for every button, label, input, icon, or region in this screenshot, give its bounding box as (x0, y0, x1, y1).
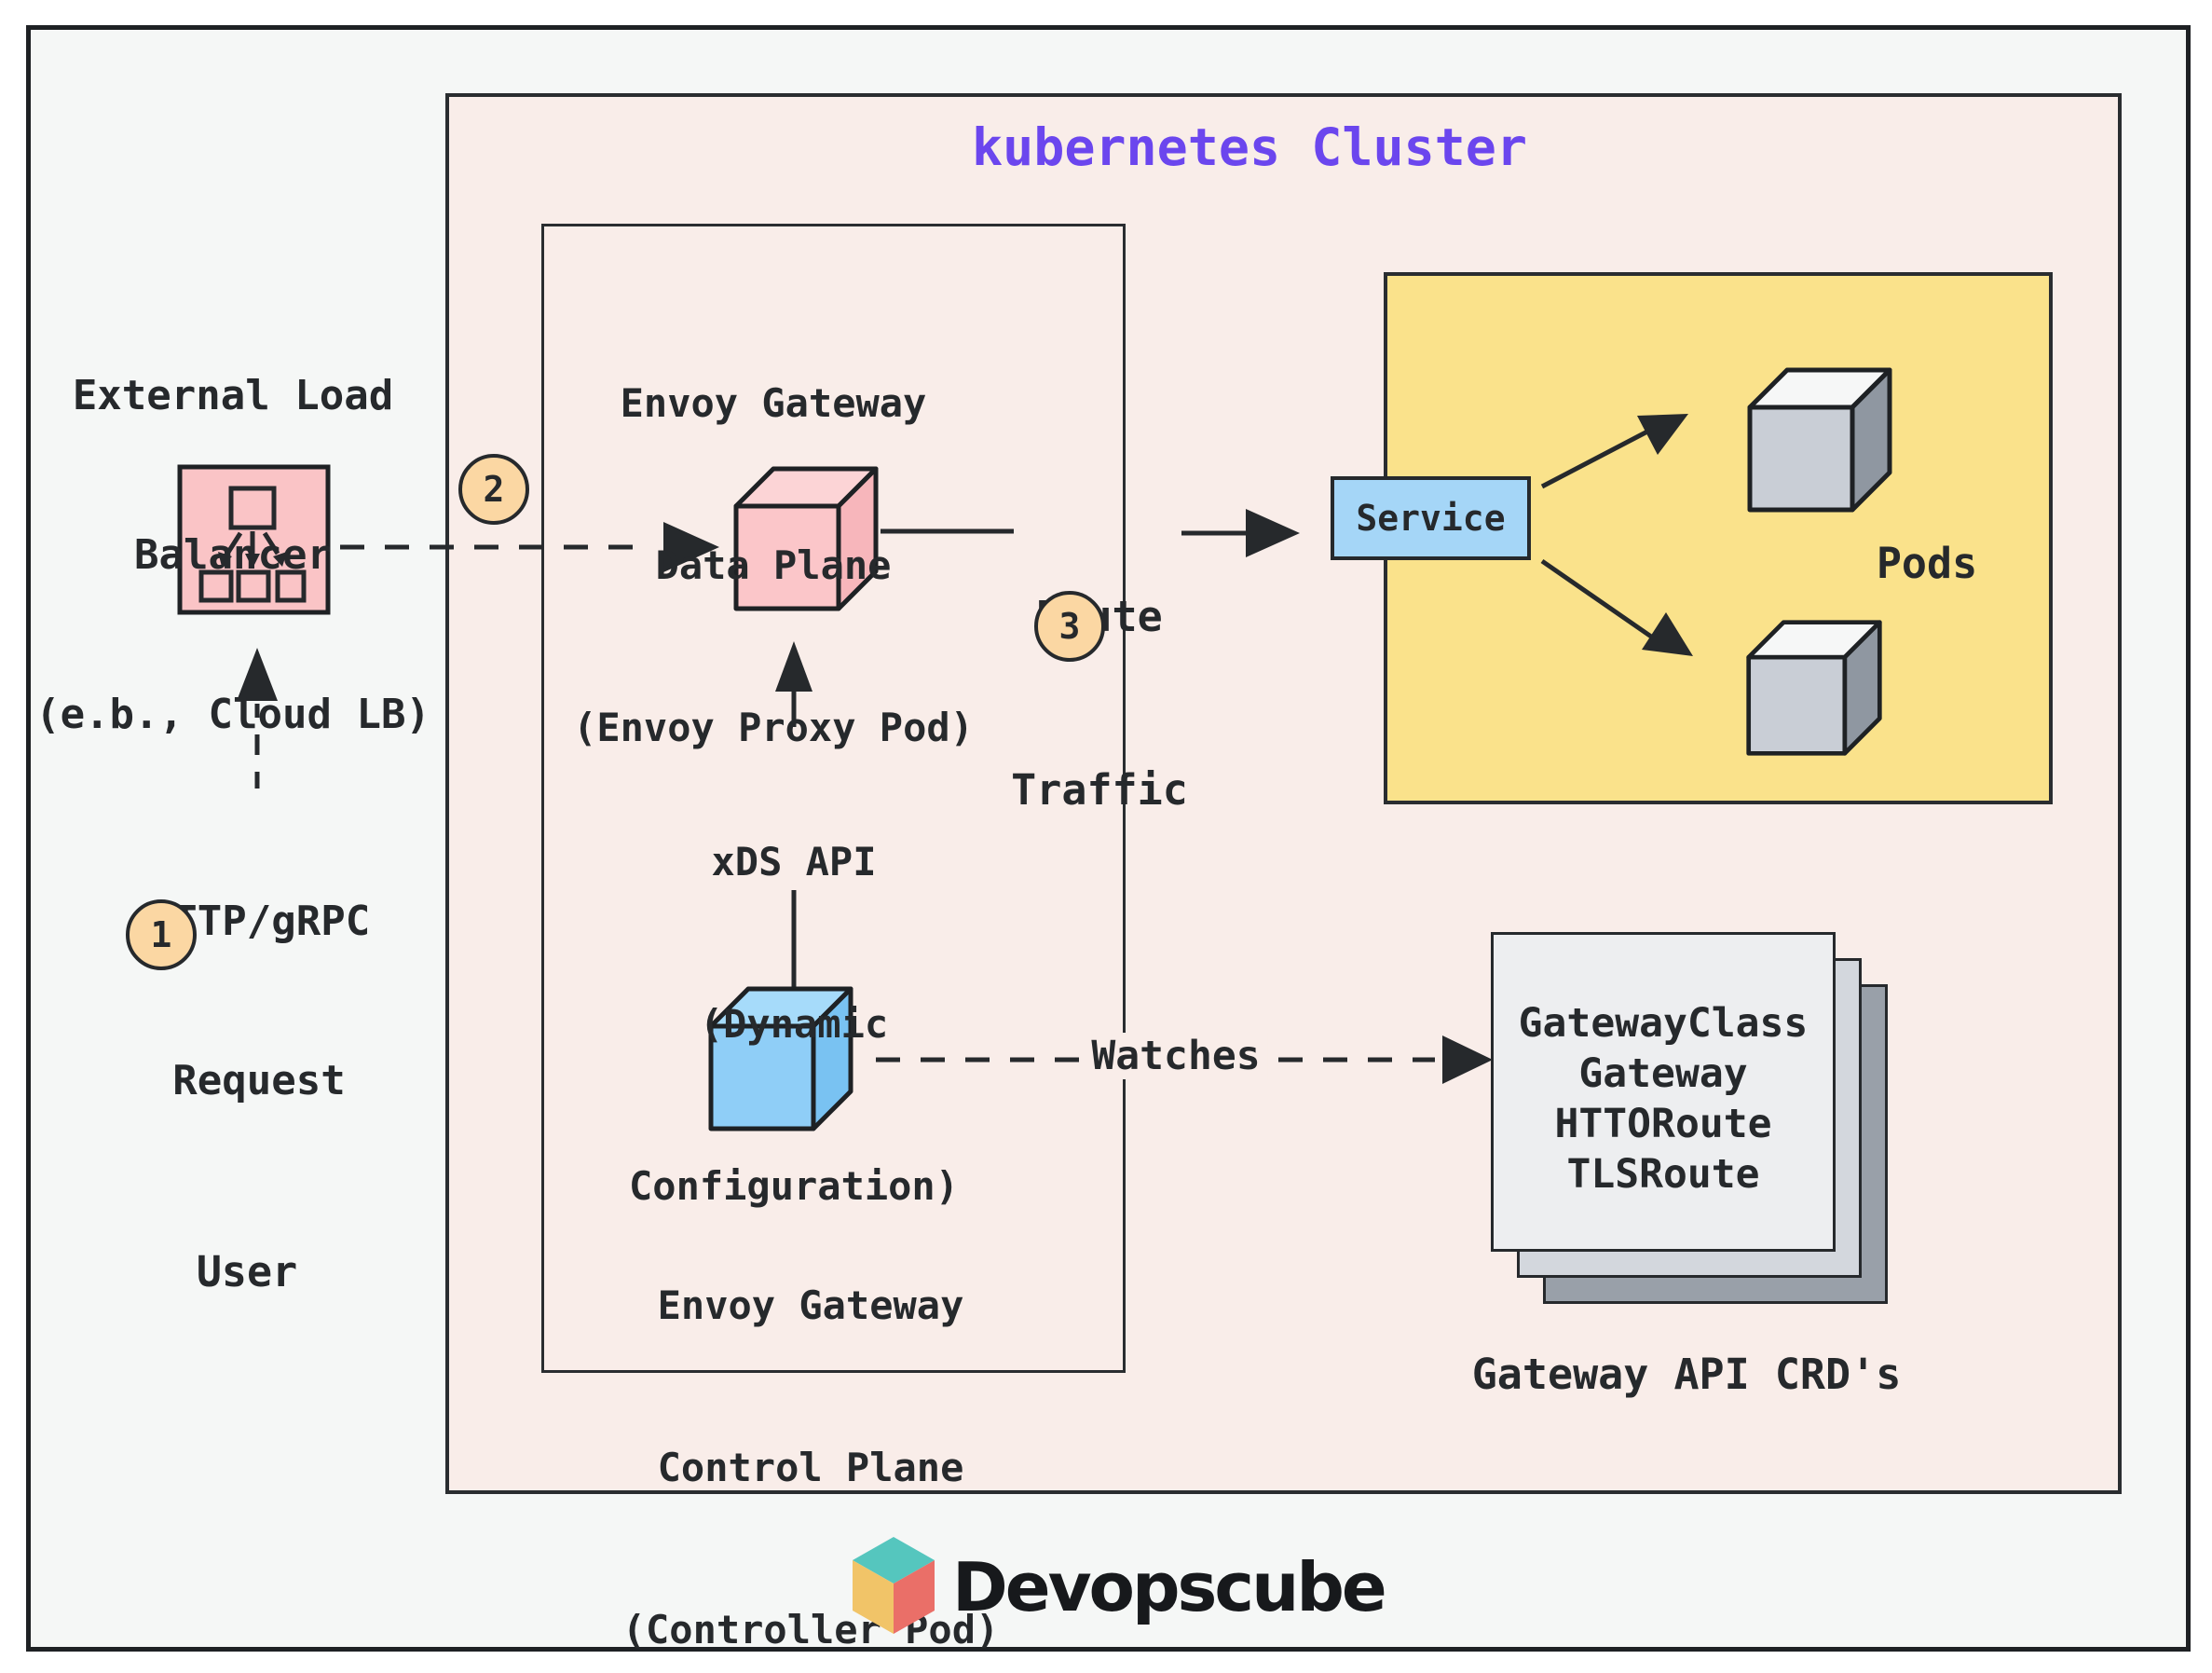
pod-cube-icon-bottom (1746, 620, 1882, 756)
controller-cube-icon (708, 986, 853, 1131)
external-lb-label: External Load Balancer (e.b., Cloud LB) (35, 372, 430, 738)
brand-wordmark: Devopscube (952, 1548, 1387, 1626)
cluster-title: kubernetes Cluster (971, 117, 1528, 177)
crd-item: Gateway (1578, 1050, 1748, 1097)
http-grpc-request-label: HTTP/gRPC Request (142, 789, 376, 1214)
step-circle-2: 2 (458, 454, 529, 525)
brand-logo: Devopscube (850, 1530, 1387, 1644)
gateway-api-crds-caption: Gateway API CRD's (1471, 1350, 1902, 1399)
envoy-proxy-cube-icon (733, 466, 879, 611)
user-label: User (196, 1247, 298, 1296)
crd-item: GatewayClass (1518, 1000, 1809, 1047)
pods-label: Pods (1876, 539, 1978, 588)
load-balancer-icon (177, 464, 331, 615)
service-label: Service (1356, 498, 1506, 539)
step-circle-3: 3 (1034, 591, 1105, 662)
xds-api-label: xDS API (Dynamic Configuration) (628, 839, 960, 1209)
watches-label: Watches (1084, 1033, 1268, 1079)
data-plane-label: Envoy Gateway Data Plane (Envoy Proxy Po… (573, 380, 974, 750)
crd-stack-front: GatewayClass Gateway HTTORoute TLSRoute (1491, 932, 1836, 1252)
service-box: Service (1331, 476, 1531, 560)
route-traffic-label: Route Traffic (1011, 592, 1188, 815)
pods-box (1384, 272, 2053, 804)
step-circle-1: 1 (126, 899, 197, 970)
control-plane-label: Envoy Gateway Control Plane (Controller … (621, 1282, 1000, 1652)
crd-item: HTTORoute (1554, 1101, 1772, 1147)
crd-item: TLSRoute (1566, 1151, 1760, 1198)
data-plane-box (541, 224, 1126, 1373)
pod-cube-icon-top (1747, 367, 1892, 513)
brand-cube-icon (853, 1537, 935, 1634)
